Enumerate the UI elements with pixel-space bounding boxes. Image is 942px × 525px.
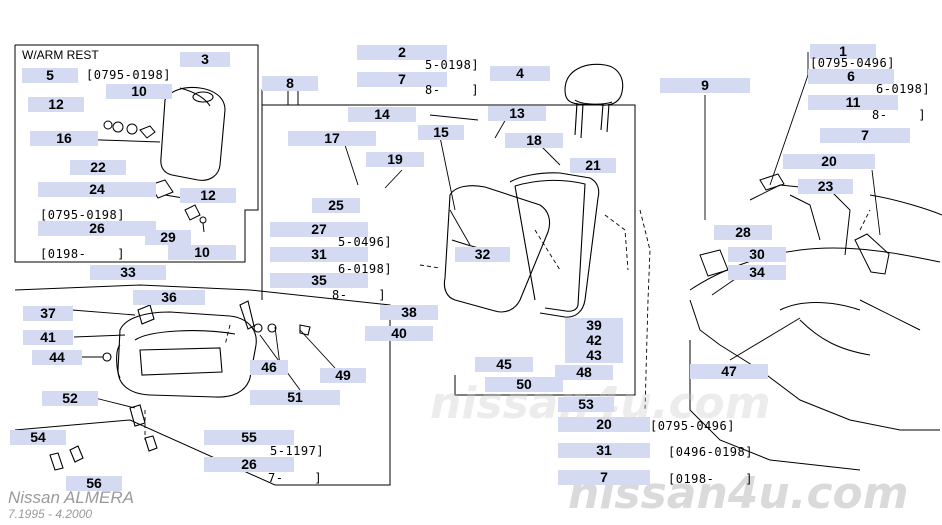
callout-50[interactable]: 50 — [485, 377, 563, 392]
callout-17[interactable]: 17 — [288, 131, 376, 146]
callout-26[interactable]: 26 — [38, 221, 156, 236]
callout-24[interactable]: 24 — [38, 182, 156, 197]
callout-49[interactable]: 49 — [320, 368, 366, 383]
seatback-drawing — [443, 172, 600, 318]
callout-23[interactable]: 23 — [798, 179, 853, 194]
callout-10[interactable]: 10 — [168, 245, 236, 260]
armrest-drawing — [160, 86, 226, 181]
callout-43[interactable]: 43 — [565, 348, 623, 363]
date-code-31b: [0496-0198] — [668, 445, 753, 459]
date-code-31: 6-0198] — [338, 262, 393, 276]
date-code-24: [0795-0198] — [40, 208, 125, 222]
callout-14[interactable]: 14 — [348, 107, 416, 122]
callout-35[interactable]: 35 — [270, 273, 368, 288]
date-code-26: [0198- ] — [40, 247, 125, 261]
callout-18[interactable]: 18 — [505, 133, 563, 148]
callout-1[interactable]: 1 — [810, 44, 876, 59]
callout-27[interactable]: 27 — [270, 222, 368, 237]
callout-3[interactable]: 3 — [180, 52, 230, 67]
callout-41[interactable]: 41 — [23, 330, 73, 345]
date-code-7c: [0198- ] — [668, 472, 753, 486]
body-floor-drawing — [689, 173, 942, 471]
callout-28[interactable]: 28 — [714, 225, 772, 240]
date-code-55: 5-1197] — [270, 444, 325, 458]
callout-13[interactable]: 13 — [488, 106, 546, 121]
callout-8[interactable]: 8 — [262, 76, 318, 91]
callout-44[interactable]: 44 — [32, 350, 82, 365]
callout-53[interactable]: 53 — [558, 397, 614, 412]
callout-39[interactable]: 39 — [565, 318, 623, 333]
cushion-box-outline — [14, 284, 391, 486]
callout-26[interactable]: 26 — [204, 457, 294, 472]
date-code-6: 6-0198] — [876, 82, 931, 96]
callout-34[interactable]: 34 — [728, 265, 786, 280]
callout-29[interactable]: 29 — [145, 230, 191, 245]
date-code-27: 5-0496] — [338, 235, 393, 249]
date-code-35: 8- ] — [332, 288, 387, 302]
callout-7[interactable]: 7 — [820, 128, 910, 143]
callout-52[interactable]: 52 — [42, 391, 98, 406]
callout-7[interactable]: 7 — [558, 470, 650, 485]
callout-55[interactable]: 55 — [204, 430, 294, 445]
date-code-20: [0795-0496] — [650, 419, 735, 433]
callout-2[interactable]: 2 — [357, 45, 447, 60]
callout-47[interactable]: 47 — [690, 364, 768, 379]
callout-11[interactable]: 11 — [808, 95, 898, 110]
callout-7[interactable]: 7 — [357, 72, 447, 87]
callout-15[interactable]: 15 — [418, 125, 464, 140]
callout-42[interactable]: 42 — [565, 333, 623, 348]
callout-37[interactable]: 37 — [23, 306, 73, 321]
callout-36[interactable]: 36 — [133, 290, 205, 305]
callout-16[interactable]: 16 — [30, 131, 98, 146]
callout-4[interactable]: 4 — [490, 66, 550, 81]
callout-46[interactable]: 46 — [250, 360, 288, 375]
callout-51[interactable]: 51 — [250, 390, 340, 405]
date-code-1: [0795-0496] — [810, 56, 895, 70]
callout-20[interactable]: 20 — [783, 154, 875, 169]
date-code-2: 5-0198] — [425, 58, 480, 72]
date-code-26b: 7- ] — [268, 471, 323, 485]
model-name: Nissan ALMERA — [8, 488, 134, 507]
callout-20[interactable]: 20 — [558, 417, 650, 432]
callout-56[interactable]: 56 — [66, 476, 122, 491]
armrest-box-outline — [14, 44, 259, 263]
callout-30[interactable]: 30 — [728, 247, 786, 262]
callout-22[interactable]: 22 — [70, 160, 126, 175]
callout-32[interactable]: 32 — [455, 247, 510, 262]
headrest-drawing — [564, 63, 624, 139]
date-code-7: 8- ] — [425, 83, 480, 97]
callout-12[interactable]: 12 — [180, 188, 236, 203]
date-code-5: [0795-0198] — [86, 68, 171, 82]
date-code-11: 8- ] — [872, 108, 927, 122]
callout-54[interactable]: 54 — [10, 430, 66, 445]
callout-38[interactable]: 38 — [380, 305, 438, 320]
callout-9[interactable]: 9 — [660, 78, 750, 93]
callout-5[interactable]: 5 — [22, 68, 78, 83]
callout-12[interactable]: 12 — [28, 97, 84, 112]
callout-21[interactable]: 21 — [570, 158, 616, 173]
callout-25[interactable]: 25 — [312, 198, 360, 213]
callout-6[interactable]: 6 — [808, 69, 894, 84]
callout-10[interactable]: 10 — [106, 84, 172, 99]
model-period: 7.1995 - 4.2000 — [8, 507, 93, 521]
callout-45[interactable]: 45 — [475, 357, 533, 372]
callout-48[interactable]: 48 — [555, 365, 613, 380]
callout-19[interactable]: 19 — [366, 152, 424, 167]
callout-31[interactable]: 31 — [558, 443, 650, 458]
callout-40[interactable]: 40 — [365, 326, 433, 341]
armrest-box-title: W/ARM REST — [22, 48, 99, 62]
callout-33[interactable]: 33 — [90, 265, 166, 280]
callout-31[interactable]: 31 — [270, 247, 368, 262]
